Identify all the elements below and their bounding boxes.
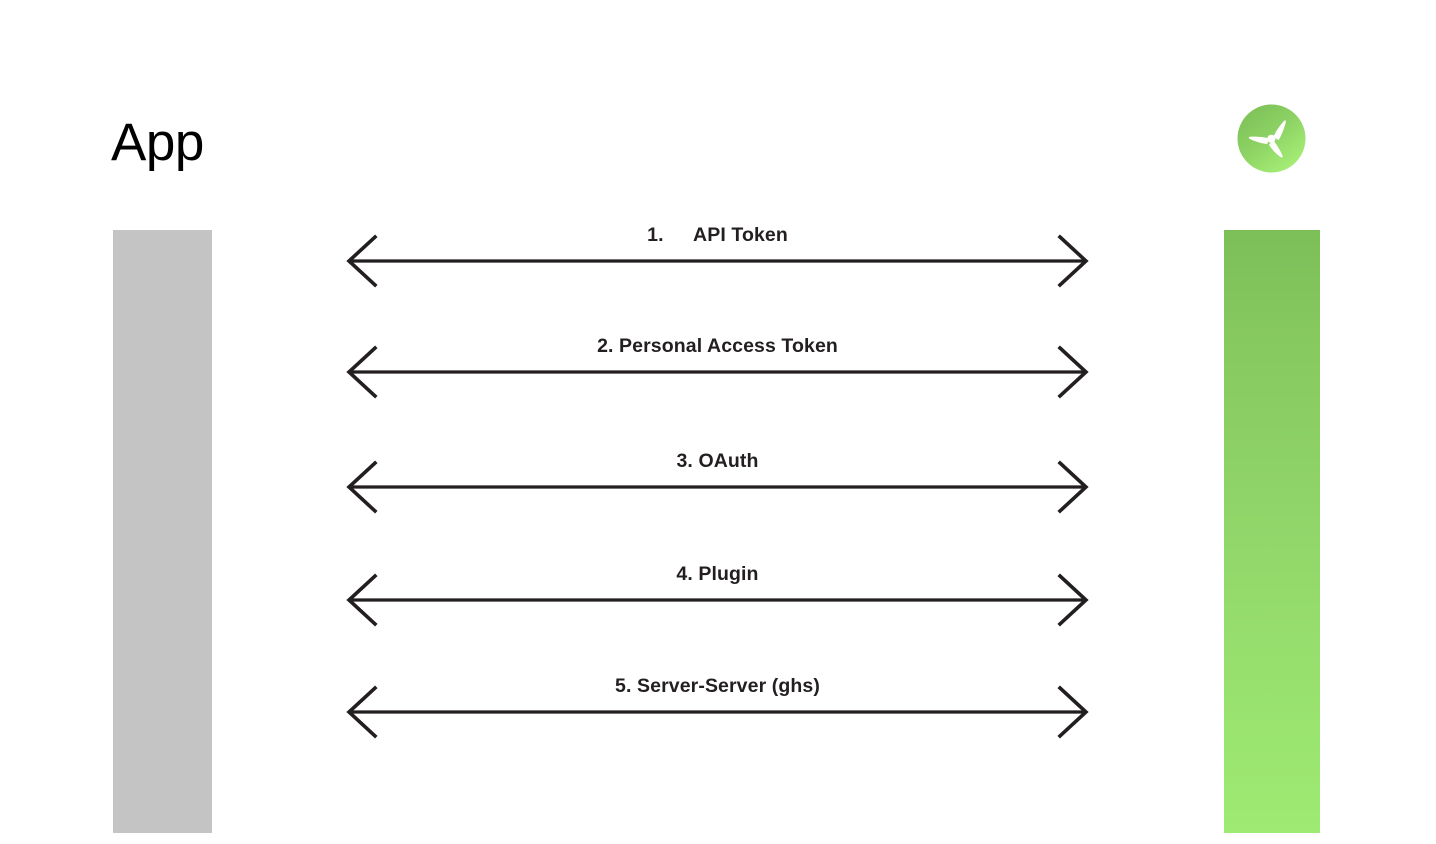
bidirectional-arrow-icon [345,344,1090,400]
message-label: 2. Personal Access Token [597,335,838,357]
message-label: 1. API Token [647,224,788,246]
lifeline-app [113,230,212,833]
propeller-logo-icon [1237,104,1306,173]
message-label: 4. Plugin [676,563,759,585]
bidirectional-arrow-icon [345,233,1090,289]
bidirectional-arrow-icon [345,572,1090,628]
bidirectional-arrow-icon [345,684,1090,740]
message-label: 3. OAuth [676,450,759,472]
lifeline-service [1224,230,1320,833]
page-title: App [111,113,204,172]
message-label: 5. Server-Server (ghs) [615,675,820,697]
bidirectional-arrow-icon [345,459,1090,515]
